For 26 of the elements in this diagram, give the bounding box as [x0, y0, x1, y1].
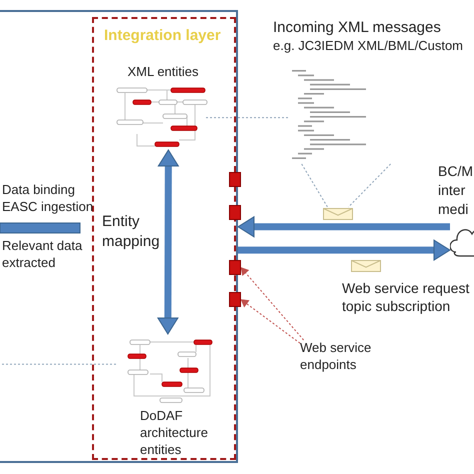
layer-title: Integration layer — [104, 27, 221, 44]
group-title: XML entities — [126, 64, 200, 81]
text-label: Data binding EASC ingestion — [2, 182, 94, 216]
block-arrow — [238, 239, 451, 261]
block-arrow — [156, 149, 180, 335]
dotted-connector — [0, 364, 116, 365]
endpoint-square — [229, 205, 241, 220]
envelope-icon — [323, 207, 353, 219]
text-label: e.g. JC3IEDM XML/BML/Custom — [273, 38, 463, 55]
endpoint-square — [229, 172, 241, 187]
dotted-connector — [206, 117, 288, 118]
leader-line — [240, 267, 304, 340]
endpoint-square — [229, 292, 241, 307]
group-title: DoDAF architecture entities — [140, 408, 209, 459]
text-label: Web service request topic subscription — [342, 279, 470, 316]
text-label: Relevant data extracted — [2, 238, 84, 272]
text-label: Incoming XML messages — [273, 18, 441, 38]
cloud-label: BC/M inter medi — [438, 162, 474, 219]
endpoint-square — [229, 260, 241, 275]
envelope-icon — [351, 259, 381, 271]
edge-label: Entity mapping — [102, 212, 162, 252]
dotted-connector — [301, 164, 328, 208]
leader-line — [240, 299, 300, 344]
dotted-connector — [348, 164, 392, 208]
block-arrow — [237, 216, 450, 238]
callout-text: Web service endpoints — [300, 340, 390, 372]
